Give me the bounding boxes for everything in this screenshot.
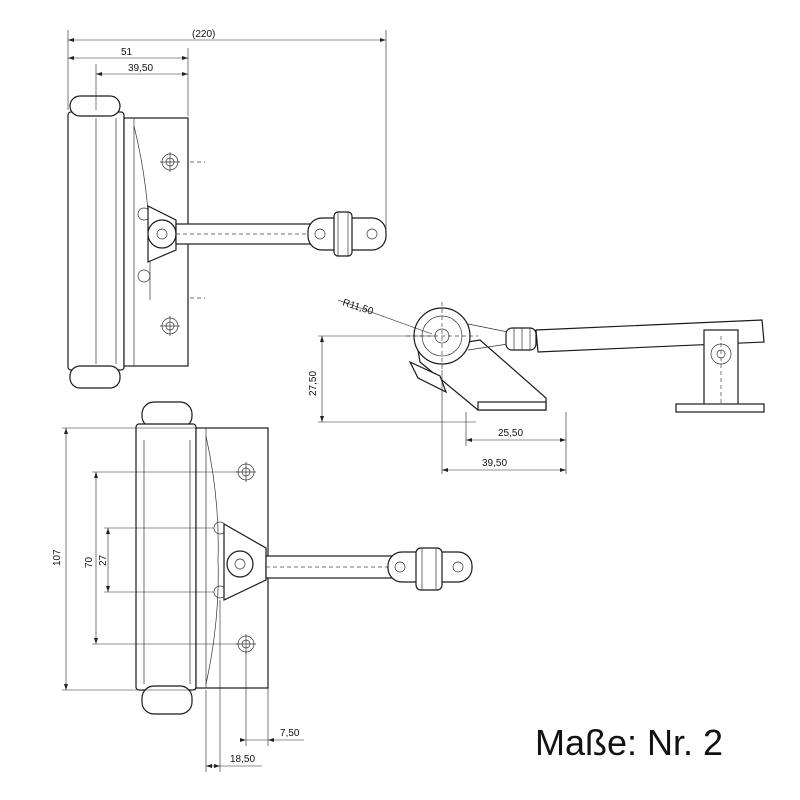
dim-holes-outer-label: 70 [84,556,95,568]
dim-base-label: 25,50 [498,428,523,439]
drawing-caption: Maße: Nr. 2 [535,722,724,763]
side-joint [505,327,537,351]
dim-radius-label: R11,50 [341,297,375,317]
side-lip [408,360,448,394]
side-base [477,401,547,411]
front-cylinder [135,423,197,691]
top-view: (220) 51 39,50 [67,29,387,389]
top-cylinder-cap [69,95,121,117]
top-arm-clamp [333,211,353,257]
dim-inner-label: 39,50 [128,63,153,74]
dim-overall-label: (220) [192,29,215,40]
dim-depth-label: 39,50 [482,458,507,469]
dim-offset-large-label: 18,50 [230,754,255,765]
top-screw-hole-1 [160,152,180,172]
side-arm-post [703,329,739,409]
top-pivot [147,219,177,249]
side-arm-base [675,403,765,413]
dim-side-height-label: 27,50 [308,371,319,396]
dim-front-height-label: 107 [52,549,63,566]
dim-width-label: 51 [121,47,133,58]
front-view: 107 70 27 7,50 18,50 [52,401,473,772]
top-screw-hole-2 [160,316,180,336]
front-pivot [226,550,254,578]
top-cylinder-foot [69,365,121,389]
dim-holes-inner-label: 27 [98,554,109,566]
front-arm-clamp [415,547,443,591]
front-cylinder-foot [141,685,193,715]
dim-offset-small-label: 7,50 [280,728,300,739]
side-view: R11,50 27,50 25,50 39,50 [308,297,765,474]
